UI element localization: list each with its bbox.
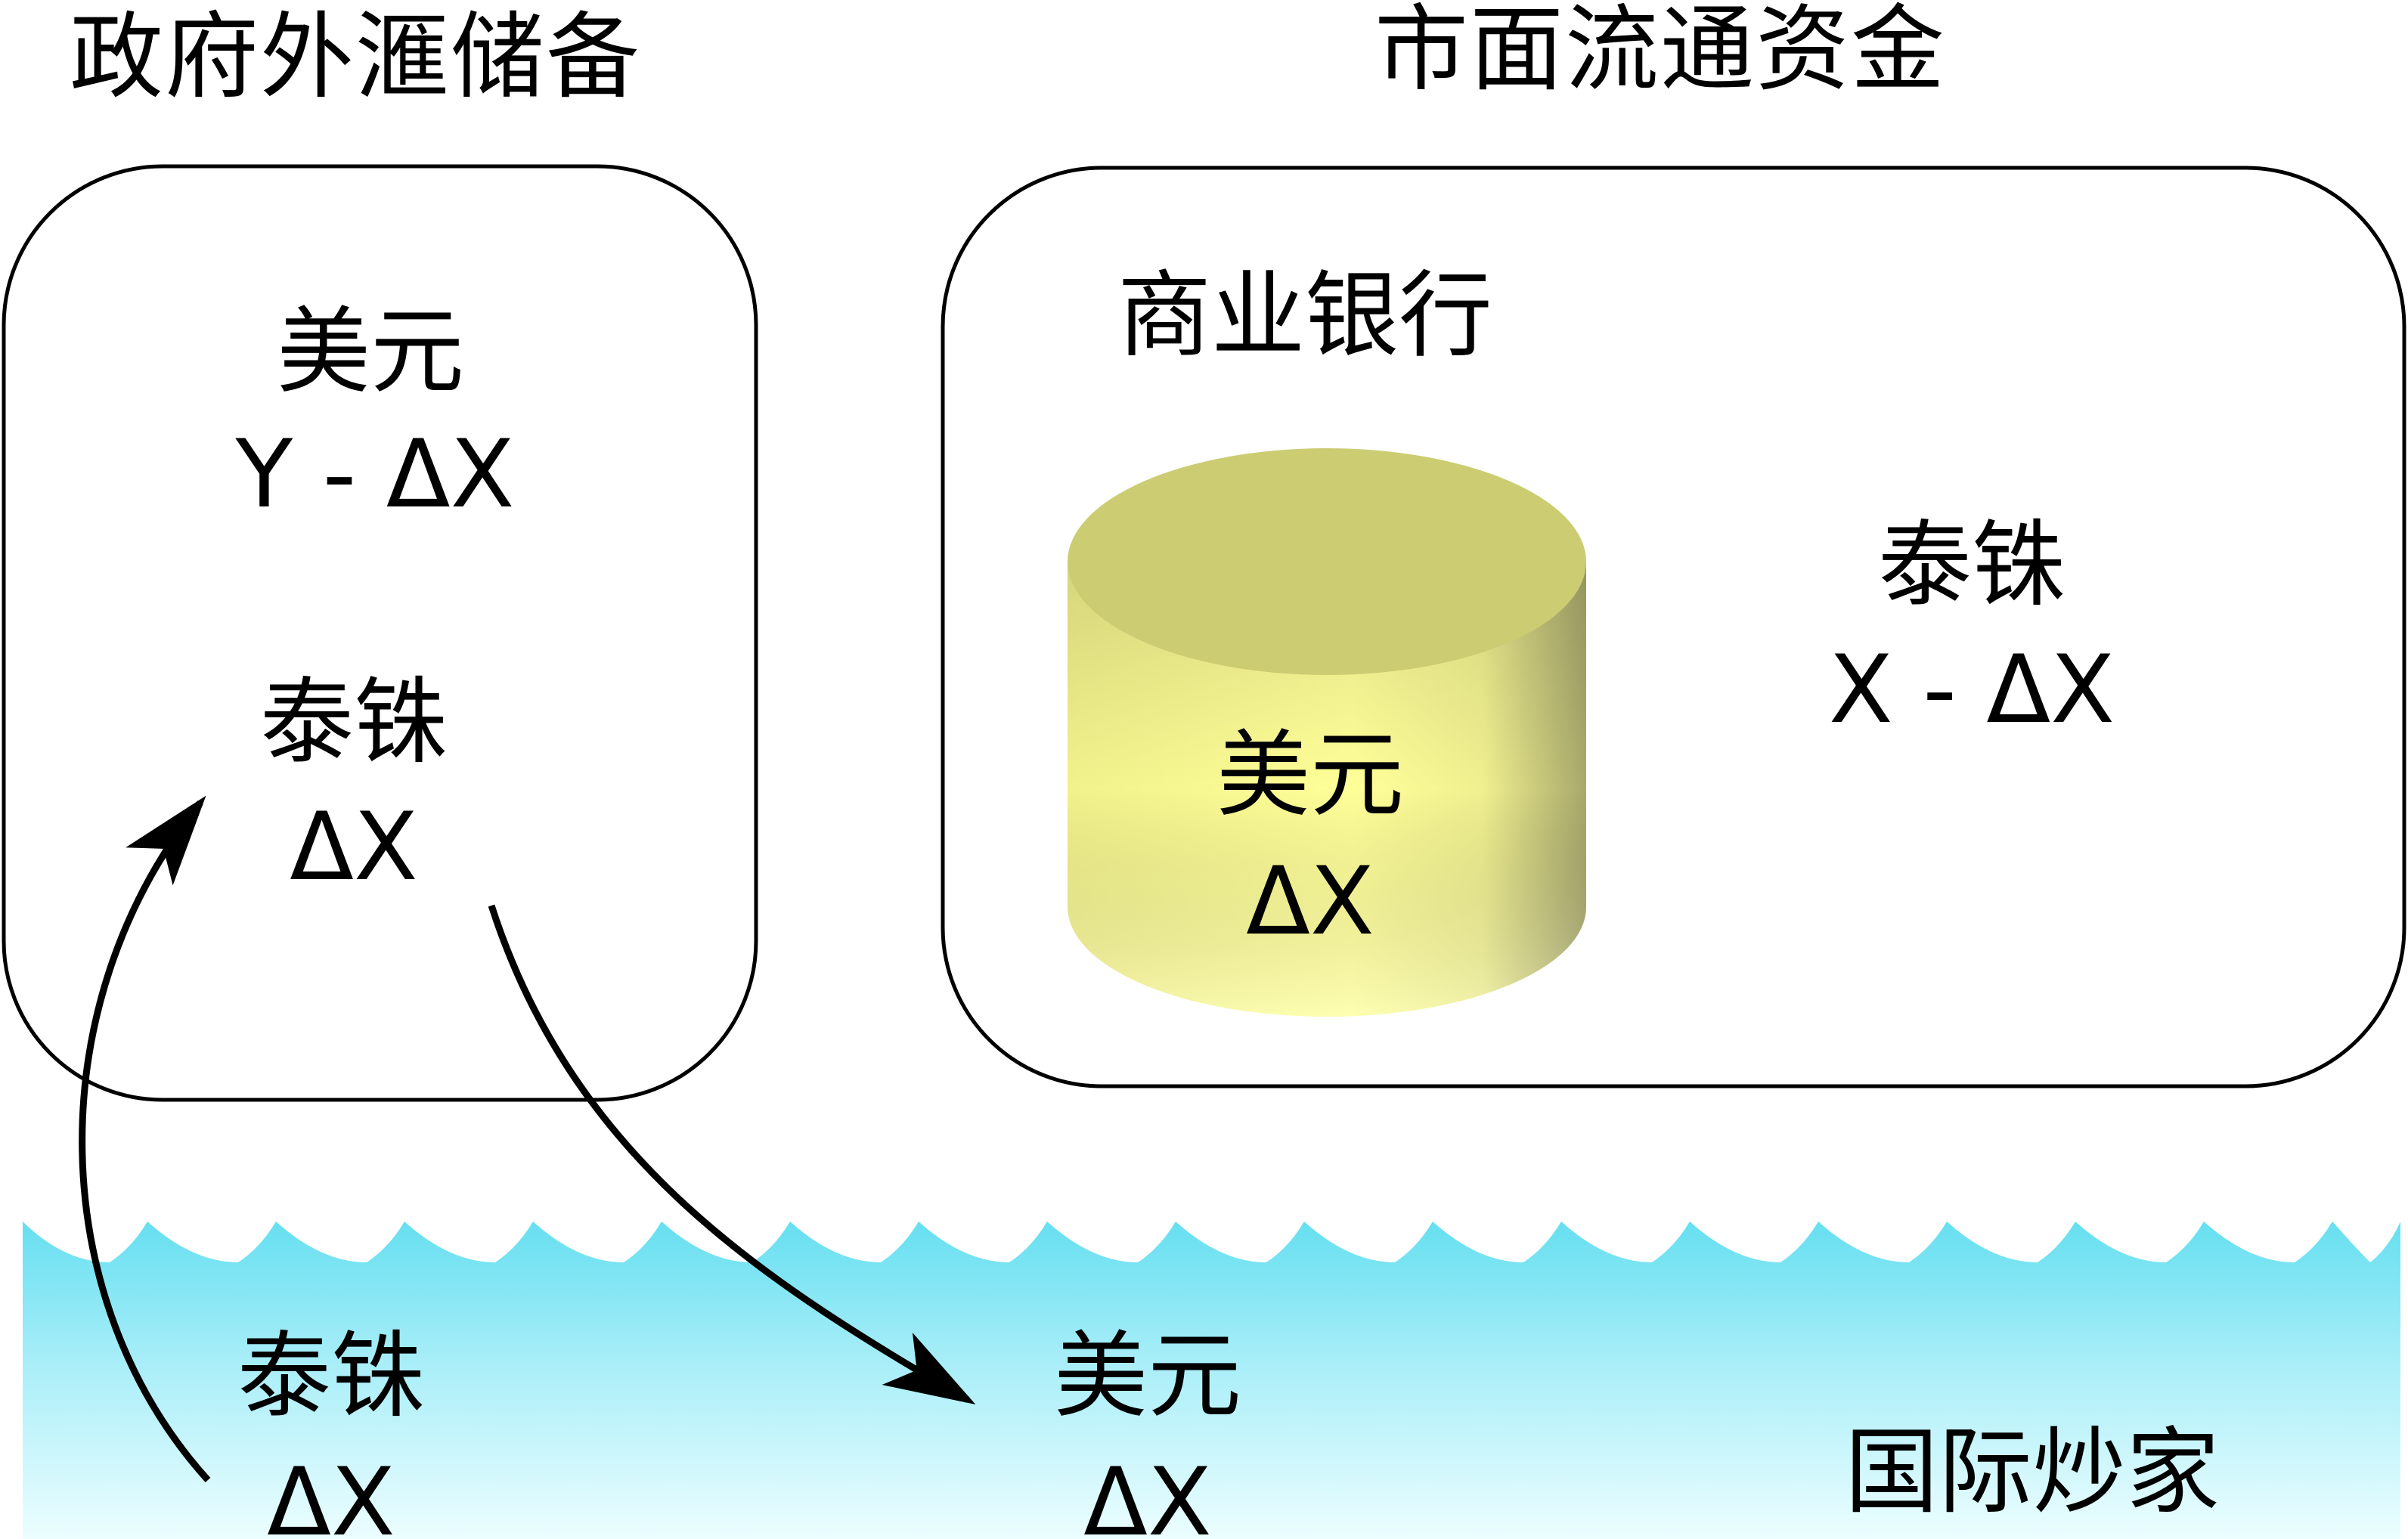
bank-usd-label: 美元 <box>1216 721 1404 830</box>
speculator-usd-label: 美元 <box>1054 1322 1241 1431</box>
market-baht-value: X - ΔX <box>1829 636 2115 745</box>
market-baht-label: 泰铢 <box>1878 511 2066 620</box>
water-band <box>23 1222 2400 1539</box>
baht-to-government-arrow <box>79 795 211 1483</box>
speculator-baht-value: ΔX <box>267 1448 395 1539</box>
bank-cylinder-icon <box>1068 448 1586 1017</box>
government-reserves-title: 政府外滙储备 <box>70 3 641 112</box>
gov-usd-label: 美元 <box>277 298 464 407</box>
speculator-usd-value: ΔX <box>1083 1448 1212 1539</box>
bank-label: 商业银行 <box>1117 262 1492 370</box>
gov-baht-value: ΔX <box>290 793 418 902</box>
gov-baht-label: 泰铢 <box>260 668 448 777</box>
market-circulation-title: 市面流通资金 <box>1374 0 1946 104</box>
gov-usd-value: Y - ΔX <box>234 420 514 529</box>
speculator-baht-label: 泰铢 <box>237 1322 425 1431</box>
speculators-label: 国际炒家 <box>1845 1418 2220 1527</box>
usd-to-speculator-arrow <box>488 904 976 1405</box>
bank-usd-value: ΔX <box>1246 847 1374 956</box>
